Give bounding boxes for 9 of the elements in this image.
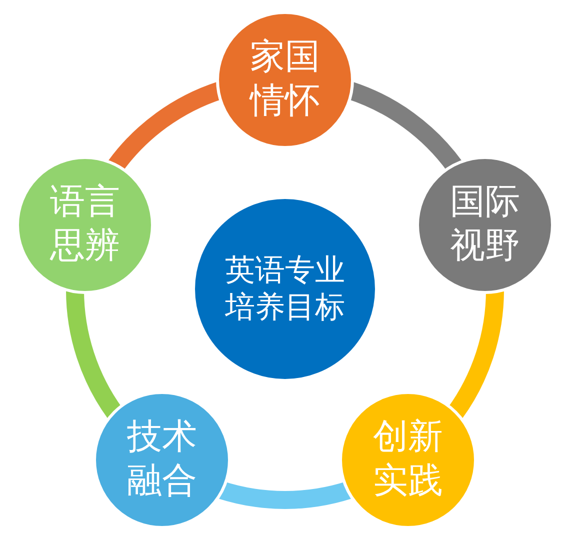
connector-arc [447,290,504,418]
connector-arc [218,481,352,509]
center-label: 英语专业培养目标 [224,252,346,326]
connector-arc [66,290,123,418]
topic-label: 国际视野 [449,181,521,268]
topic-label: 家国情怀 [248,36,321,123]
topic-label: 技术融合 [126,416,198,503]
topic-label: 语言思辨 [48,181,121,268]
topic-label: 创新实践 [372,416,444,503]
